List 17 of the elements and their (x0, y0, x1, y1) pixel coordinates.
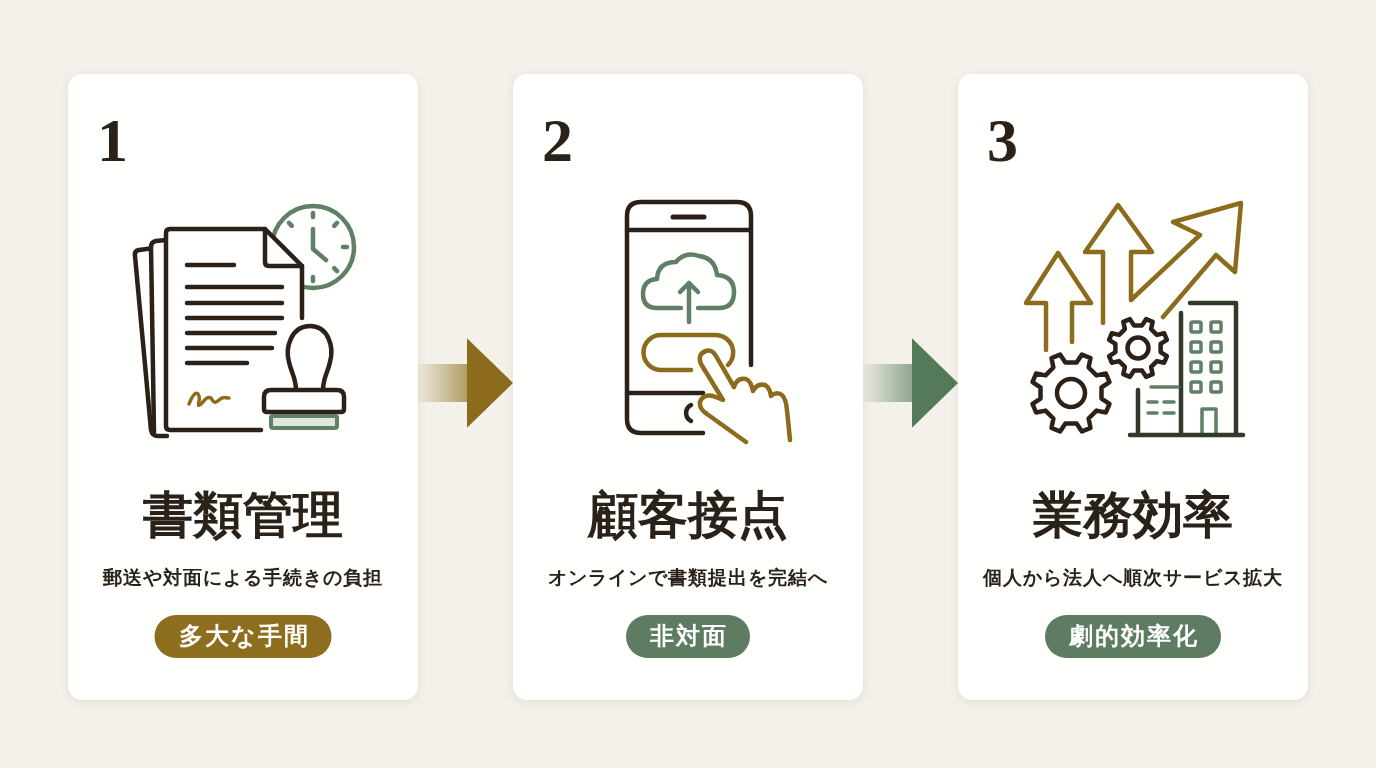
step-card (68, 74, 418, 700)
step-number: 2 (542, 109, 573, 171)
result-badge: 多大な手間 (154, 615, 332, 658)
step-card (513, 74, 863, 700)
result-badge: 非対面 (626, 615, 750, 658)
card-description: 個人から法人へ順次サービス拡大 (983, 565, 1283, 590)
card-description: 郵送や対面による手続きの負担 (103, 565, 383, 590)
arrow (418, 338, 513, 428)
card-title: 書類管理 (143, 485, 343, 545)
step-card (958, 74, 1308, 700)
card-title: 業務効率 (1033, 485, 1233, 545)
arrow (863, 338, 958, 428)
result-badge: 劇的効率化 (1045, 615, 1221, 658)
card-description: オンラインで書類提出を完結へ (548, 565, 828, 590)
step-number: 3 (987, 109, 1018, 171)
card-title: 顧客接点 (588, 485, 788, 545)
step-number: 1 (97, 109, 128, 171)
